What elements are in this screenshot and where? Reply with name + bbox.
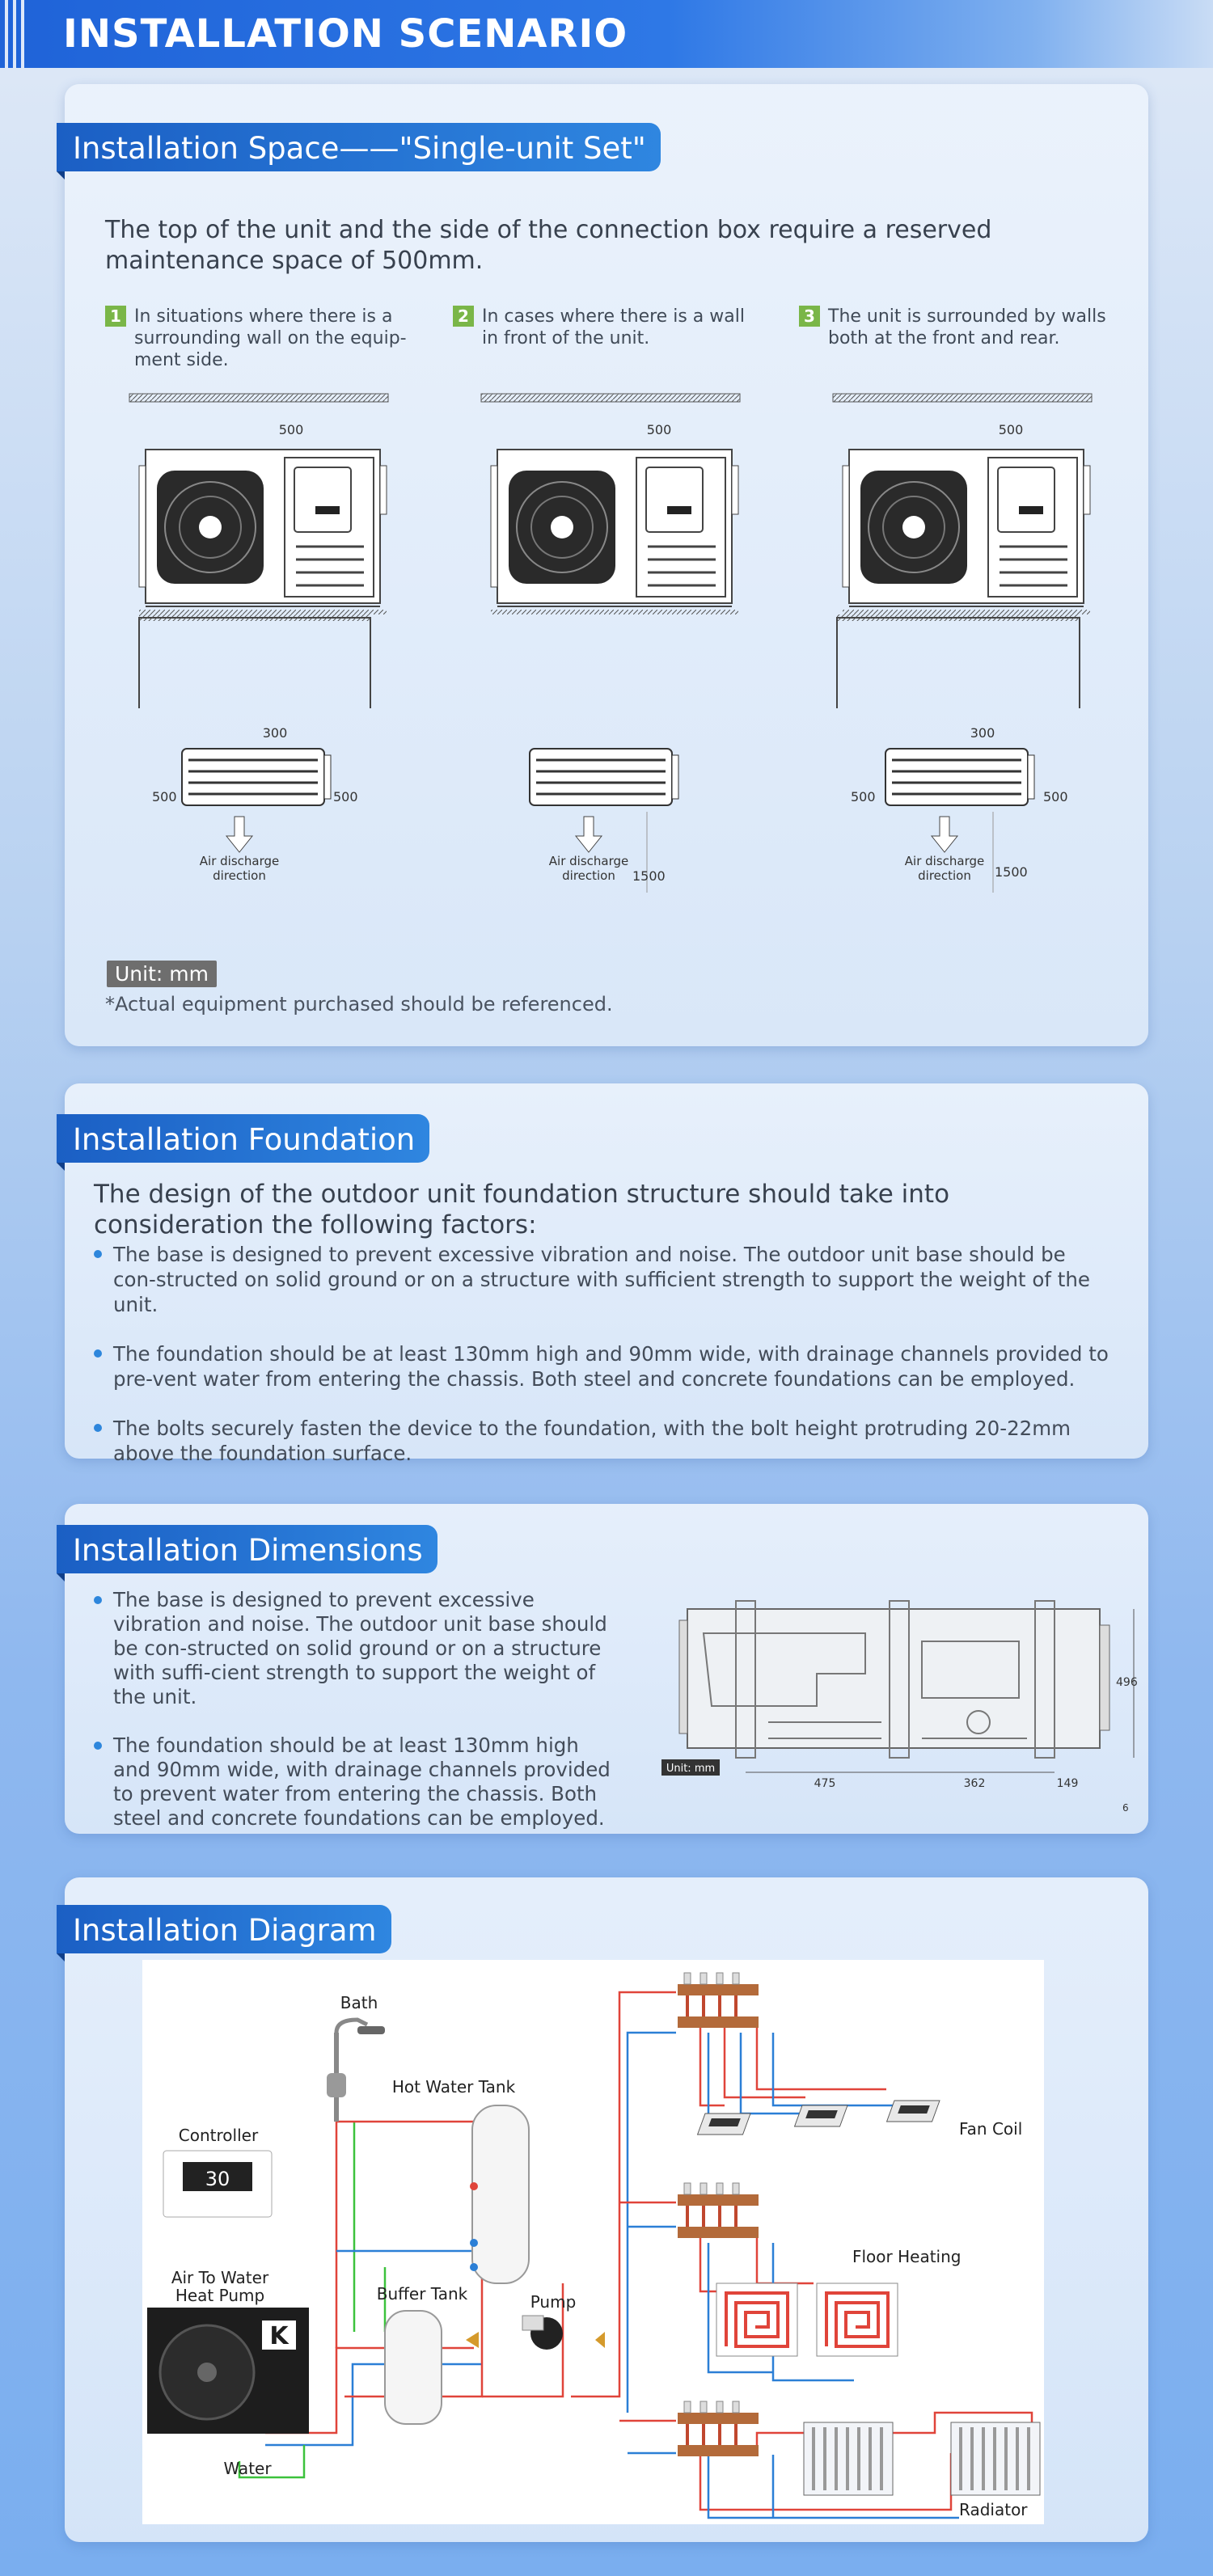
label-heat-pump-2: Heat Pump [175, 2286, 264, 2305]
buffer-tank-icon [384, 2310, 442, 2425]
top-dim-300-c3: 300 [970, 725, 995, 741]
dim-500-c1: 500 [279, 422, 304, 437]
unit-top-view-1 [180, 747, 332, 807]
label-floor-heating: Floor Heating [852, 2247, 961, 2266]
dim-149: 149 [1057, 1777, 1079, 1790]
installation-dimensions-panel: Installation Dimensions The base is desi… [57, 1504, 1148, 1834]
space-intro: The top of the unit and the side of the … [105, 216, 992, 275]
foundation-bullets: The base is designed to prevent excessiv… [94, 1242, 1113, 1490]
label-fan-coil: Fan Coil [959, 2119, 1022, 2139]
case-1: 1 In situations where there is a surround… [105, 306, 425, 371]
dim-496: 496 [1116, 1676, 1138, 1689]
floor-heating-coil-2 [815, 2282, 899, 2358]
dimensions-bullets: The base is designed to prevent excessiv… [94, 1588, 611, 1855]
unit-top-view-2 [528, 747, 680, 807]
controller-icon: 30 [163, 2150, 273, 2218]
fan-coil-unit-3 [886, 2100, 940, 2122]
air-discharge-3b: direction [918, 868, 971, 883]
air-discharge-1a: Air discharge [200, 854, 279, 868]
foundation-bullet-3: The bolts securely fasten the device to … [94, 1416, 1113, 1466]
dimensions-bullet-1: The base is designed to prevent excessiv… [94, 1588, 611, 1709]
hot-water-tank-icon [470, 2105, 530, 2284]
installation-foundation-tag: Installation Foundation [57, 1114, 430, 1171]
installation-diagram: Bath Hot Water Tank Controller 30 Air To… [142, 1960, 1044, 2524]
foundation-bullet-2: The foundation should be at least 130mm … [94, 1341, 1113, 1391]
case-2-text: In cases where there is a wall in front … [482, 306, 745, 348]
heat-pump-icon: K [147, 2308, 309, 2434]
clearance-diagrams: 500 500 500 300 500 500 Air discharge di… [129, 393, 1093, 893]
unit-front-view-1 [137, 448, 388, 616]
air-discharge-3a: Air discharge [905, 854, 984, 868]
top-dim-500-left-c3: 500 [851, 789, 876, 804]
banner-stripes [5, 0, 37, 68]
case-2: 2 In cases where there is a wall in front… [453, 306, 757, 349]
shower-icon [327, 2017, 385, 2122]
equipment-note: *Actual equipment purchased should be re… [105, 993, 613, 1016]
label-hot-water-tank: Hot Water Tank [392, 2077, 516, 2097]
air-discharge-1b: direction [213, 868, 266, 883]
label-radiator: Radiator [959, 2500, 1028, 2519]
dim-475: 475 [814, 1777, 836, 1790]
case-3: 3 The unit is surrounded by walls both at… [799, 306, 1127, 349]
unit-front-view-3 [841, 448, 1092, 616]
label-bath: Bath [340, 1993, 378, 2012]
installation-space-panel: Installation Space——"Single-unit Set" Th… [57, 84, 1148, 1046]
dim-6: 6 [1122, 1802, 1129, 1814]
manifold-fan-coil [677, 1972, 759, 2029]
pump-icon [466, 2315, 605, 2350]
label-heat-pump-1: Air To Water [171, 2268, 269, 2287]
air-discharge-2a: Air discharge [549, 854, 628, 868]
label-pump: Pump [530, 2292, 577, 2312]
dimensions-figure: Unit: mm 475 362 149 496 6 [661, 1600, 1138, 1814]
top-dim-500-right-c1: 500 [333, 789, 358, 804]
controller-display: 30 [205, 2168, 230, 2190]
fan-coil-unit-2 [794, 2105, 848, 2127]
label-controller: Controller [179, 2126, 259, 2145]
air-discharge-2b: direction [562, 868, 615, 883]
case-1-text: In situations where there is a surroundi… [134, 306, 407, 370]
fan-coil-unit-1 [697, 2113, 751, 2135]
top-dim-300-c1: 300 [263, 725, 288, 741]
installation-space-tag: Installation Space——"Single-unit Set" [57, 123, 661, 179]
heat-pump-logo: K [269, 2322, 290, 2350]
dim-362: 362 [964, 1777, 986, 1790]
foundation-bullet-1: The base is designed to prevent excessiv… [94, 1242, 1113, 1317]
unit-front-view-2 [489, 448, 740, 616]
installation-dimensions-tag: Installation Dimensions [57, 1525, 437, 1581]
case-2-number: 2 [453, 306, 474, 327]
unit-badge: Unit: mm [107, 961, 217, 987]
dimensions-bullet-2: The foundation should be at least 130mm … [94, 1734, 611, 1831]
manifold-radiator [677, 2401, 759, 2457]
case-3-number: 3 [799, 306, 820, 327]
front-dim-1500-c3: 1500 [995, 864, 1028, 880]
radiator-unit-1 [802, 2421, 894, 2497]
page-title: INSTALLATION SCENARIO [63, 11, 628, 57]
label-water: Water [223, 2459, 272, 2478]
unit-top-view-3 [884, 747, 1036, 807]
installation-foundation-panel: Installation Foundation The design of th… [57, 1083, 1148, 1465]
dim-500-c2: 500 [647, 422, 672, 437]
radiator-unit-2 [949, 2421, 1042, 2497]
front-dim-1500-c2: 1500 [632, 868, 666, 884]
case-1-number: 1 [105, 306, 126, 327]
installation-diagram-tag: Installation Diagram [57, 1905, 391, 1962]
foundation-lead: The design of the outdoor unit foundatio… [94, 1180, 950, 1239]
top-dim-500-right-c3: 500 [1043, 789, 1068, 804]
case-3-text: The unit is surrounded by walls both at … [828, 306, 1106, 348]
header-banner: INSTALLATION SCENARIO [0, 0, 1213, 68]
top-dim-500-left-c1: 500 [152, 789, 177, 804]
manifold-floor-heating [677, 2182, 759, 2239]
floor-heating-coil-1 [715, 2282, 799, 2358]
dim-500-c3: 500 [999, 422, 1024, 437]
label-buffer-tank: Buffer Tank [377, 2284, 468, 2304]
dim-fig-unit: Unit: mm [666, 1763, 715, 1775]
